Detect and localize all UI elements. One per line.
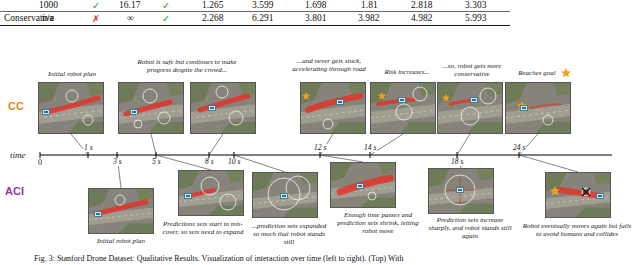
annotation: Robot eventually moves again but fails t… [522, 222, 632, 238]
annotation: Reaches goal [512, 69, 562, 77]
table-cell: 3.982 [358, 13, 379, 24]
row-label: CC [8, 100, 24, 112]
annotation: Initial robot plan [38, 70, 106, 78]
tick-label: 12 s [313, 144, 327, 152]
tick-label: 24 s [512, 144, 526, 152]
table-cell: 3.599 [252, 0, 273, 11]
table-cell: 1.698 [305, 0, 326, 11]
figure-caption: Fig. 3: Stanford Drone Dataset: Qualitat… [34, 254, 634, 263]
tick-label: 18 s [450, 158, 464, 166]
table-cell: ∞ [127, 13, 134, 24]
table-cell: 16.17 [119, 0, 140, 11]
row-label: ACI [5, 185, 24, 197]
check-mark: ✓ [92, 0, 100, 11]
table-cell: 3.303 [465, 0, 486, 11]
annotation: ...and never gets stuck, accelerating th… [282, 57, 376, 73]
tick-label: 8 s [204, 158, 215, 166]
check-mark: ✓ [162, 0, 170, 11]
table-cell: 1000 [39, 0, 58, 11]
annotation: Enough time passes and prediction sets s… [333, 211, 423, 235]
annotation: ...so, robot gets more conservative [438, 62, 506, 78]
table-cell: n/a [42, 13, 54, 24]
table-cell: 6.291 [252, 13, 273, 24]
table-cell: 1.81 [361, 0, 378, 11]
annotation: Risk increases... [377, 68, 437, 76]
annotation: ...prediction sets expanded so much that… [248, 222, 330, 246]
cross-mark: ✗ [92, 13, 100, 24]
axis-label: time [10, 150, 26, 160]
tick-label: 14 s [363, 144, 377, 152]
tick-label: 5 s [151, 158, 162, 166]
tick-label: 10 s [227, 158, 241, 166]
table-cell: 1.265 [202, 0, 223, 11]
tick-label: 0 [38, 158, 42, 167]
annotation: Prediction sets increase sharply, and ro… [426, 216, 514, 240]
table-cell: 4.982 [411, 13, 432, 24]
tick-label: 1 s [83, 144, 94, 152]
table-cell: 3.801 [305, 13, 326, 24]
annotation: Robot is safe but continues to make prog… [128, 58, 246, 74]
table-cell: 2.268 [202, 13, 223, 24]
check-mark: ✓ [162, 13, 170, 24]
table-cell: 2.818 [411, 0, 432, 11]
table-cell: 5.993 [465, 13, 486, 24]
annotation: Predictions sets start to mis-cover, so … [160, 220, 246, 236]
annotation: Initial robot plan [87, 237, 155, 245]
tick-label: 3 s [112, 158, 123, 166]
